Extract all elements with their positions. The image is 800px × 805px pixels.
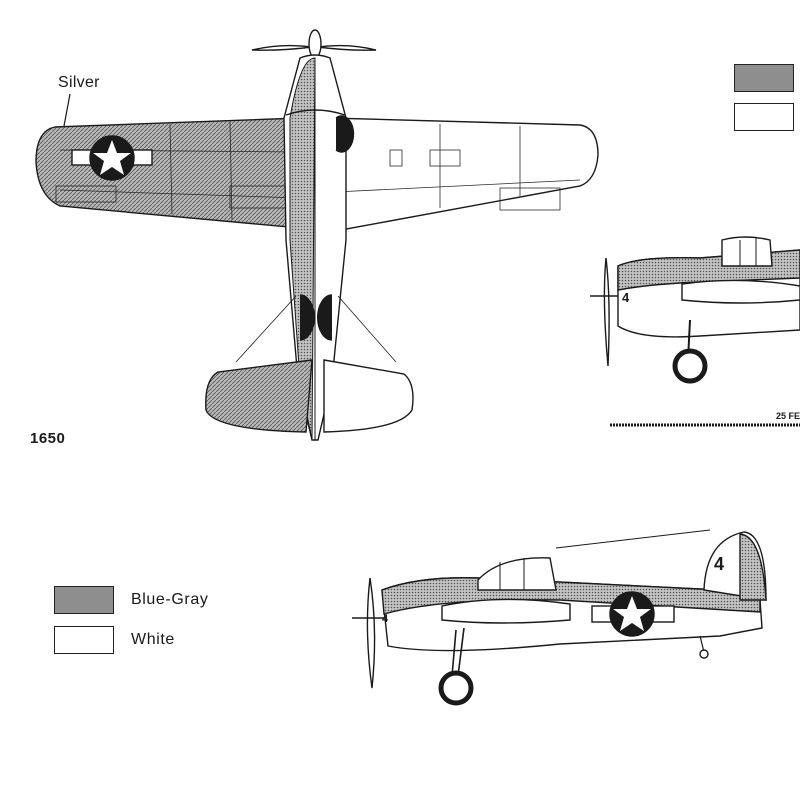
upper-side-view-aircraft [590,236,800,427]
legend-label-blue-gray: Blue-Gray [131,591,209,608]
top-view-propeller [251,29,377,59]
lower-side-view-aircraft [352,529,767,706]
lower-side-code: 4 [382,613,389,625]
upper-side-propeller [603,257,610,367]
lower-side-canopy [477,557,557,591]
blue-gray-swatch [54,586,114,614]
top-view-left-tailplane [205,359,313,433]
blue-gray-swatch-top [734,64,794,92]
legend-label-white: White [131,631,175,648]
upper-side-wheel [672,348,708,384]
white-swatch [54,626,114,654]
lower-side-wheel [438,670,474,706]
upper-side-code: 4 [622,290,630,305]
top-view-right-tailplane [323,359,414,433]
tail-code: 4 [714,554,724,574]
star-roundel-icon [591,591,675,637]
top-view-aircraft [35,29,599,441]
lower-side-propeller [366,577,376,689]
top-view-left-wing [35,117,301,229]
star-roundel-icon [71,135,153,181]
date-fragment: 25 FE [776,411,800,421]
silver-label: Silver [58,74,100,91]
plate-number: 1650 [30,430,66,447]
white-swatch-top [734,103,794,131]
top-view-right-wing [329,117,599,233]
